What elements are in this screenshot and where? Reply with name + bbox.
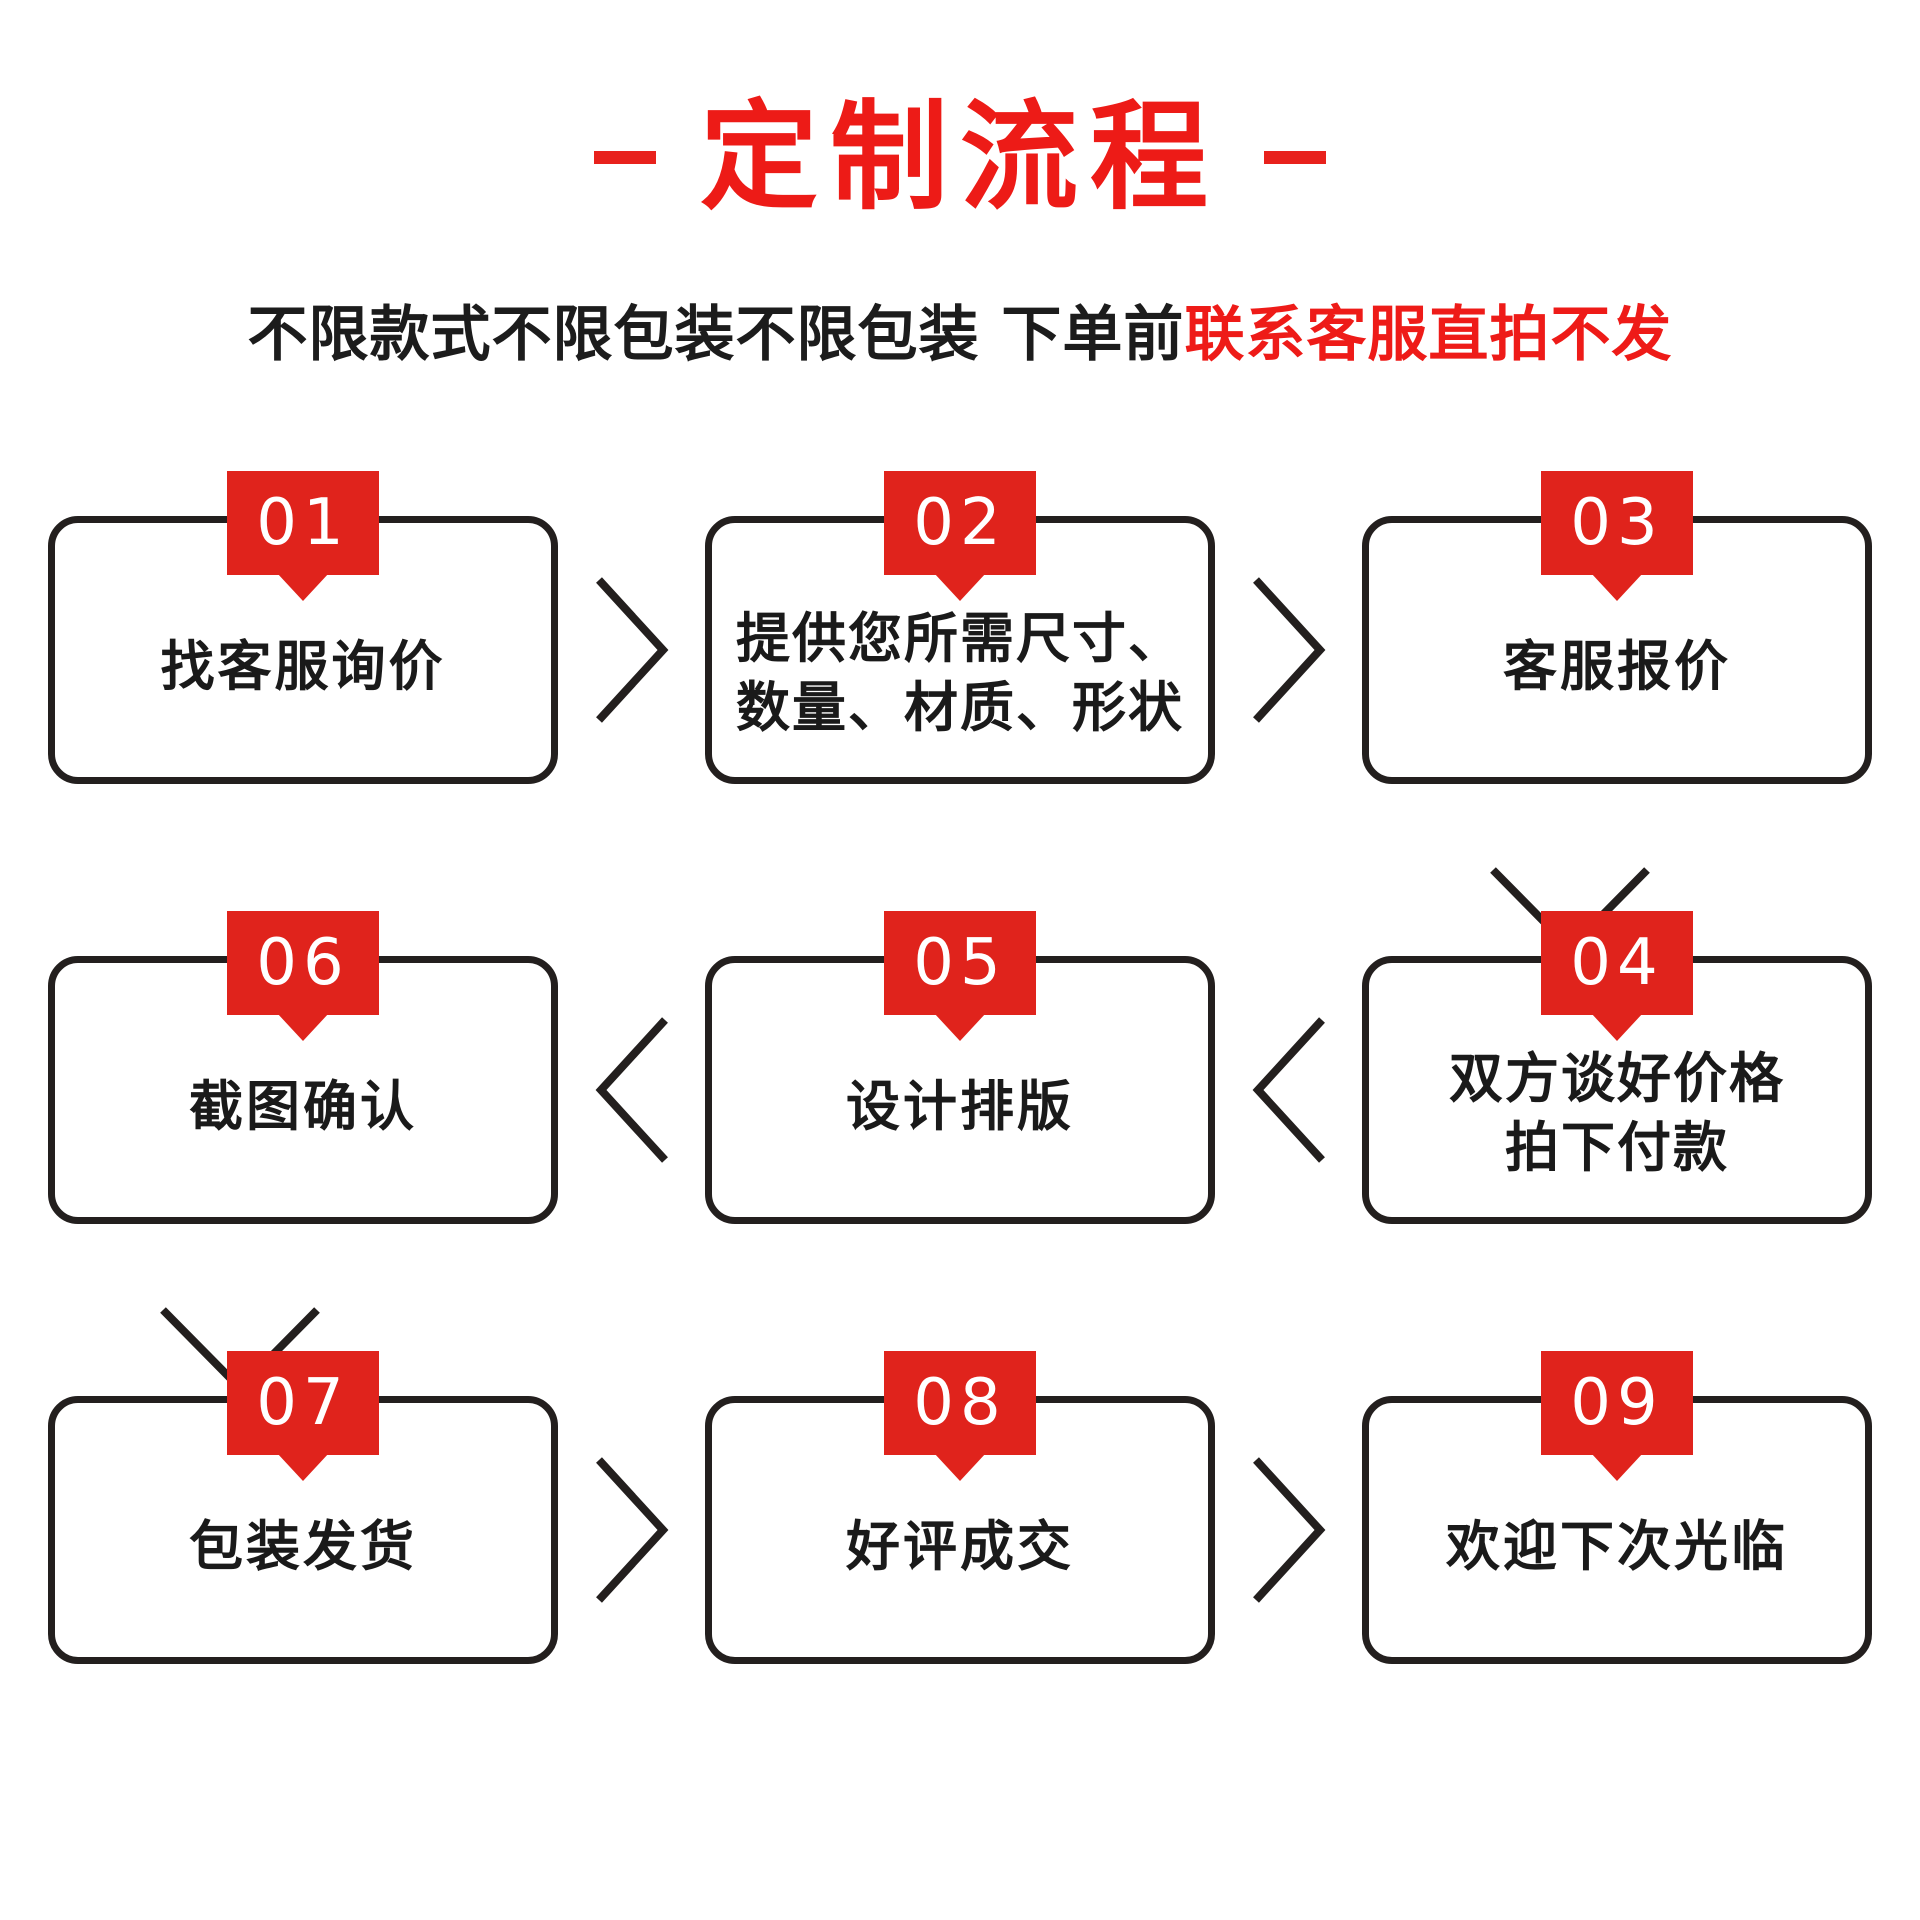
step-number-03: 03: [1570, 486, 1664, 560]
subtitle-black-text: 不限款式不限包装不限包装 下单前: [247, 299, 1185, 370]
page-title: 定制流程: [0, 88, 1920, 226]
step-label-03: 客服报价: [1503, 635, 1731, 699]
step-card-04[interactable]: 04 双方谈好价格 拍下付款: [1362, 911, 1872, 1224]
step-card-07[interactable]: 07 包装发货: [48, 1351, 558, 1664]
step-label-09: 欢迎下次光临: [1446, 1515, 1788, 1579]
chevron-left-icon: [584, 1005, 680, 1175]
step-label-01: 找客服询价: [160, 635, 446, 699]
step-number-05: 05: [913, 926, 1007, 1000]
step-number-07: 07: [256, 1366, 350, 1440]
flow-row-2: 06 截图确认 05 设计排版 04 双方谈好价格 拍下付款: [0, 911, 1920, 1240]
step-badge-05: 05: [884, 911, 1036, 1015]
step-label-04: 双方谈好价格 拍下付款: [1449, 1046, 1785, 1179]
step-label-08: 好评成交: [846, 1515, 1074, 1579]
step-badge-07: 07: [227, 1351, 379, 1455]
step-label-05: 设计排版: [846, 1075, 1074, 1139]
title-dash-left-icon: [593, 151, 656, 165]
chevron-right-icon: [1241, 1445, 1337, 1615]
flow-row-1: 01 找客服询价 02 提供您所需尺寸、 数量、材质、形状 03: [0, 471, 1920, 800]
step-badge-06: 06: [227, 911, 379, 1015]
flow-row-3: 07 包装发货 08 好评成交 09 欢迎下次光临: [0, 1351, 1920, 1680]
step-card-08[interactable]: 08 好评成交: [705, 1351, 1215, 1664]
header: 定制流程 不限款式不限包装不限包装 下单前联系客服直拍不发: [0, 0, 1920, 373]
chevron-right-icon: [584, 1445, 680, 1615]
step-card-01[interactable]: 01 找客服询价: [48, 471, 558, 784]
title-dash-right-icon: [1264, 151, 1326, 165]
step-label-02: 提供您所需尺寸、 数量、材质、形状: [736, 606, 1184, 739]
step-card-09[interactable]: 09 欢迎下次光临: [1362, 1351, 1872, 1664]
step-badge-04: 04: [1541, 911, 1693, 1015]
step-number-06: 06: [256, 926, 350, 1000]
step-badge-09: 09: [1541, 1351, 1693, 1455]
step-number-09: 09: [1570, 1366, 1664, 1440]
step-card-03[interactable]: 03 客服报价: [1362, 471, 1872, 784]
process-flow: 01 找客服询价 02 提供您所需尺寸、 数量、材质、形状 03: [0, 471, 1920, 1680]
step-card-05[interactable]: 05 设计排版: [705, 911, 1215, 1224]
step-badge-03: 03: [1541, 471, 1693, 575]
step-number-02: 02: [913, 486, 1007, 560]
step-label-06: 截图确认: [189, 1075, 417, 1139]
step-badge-02: 02: [884, 471, 1036, 575]
step-badge-08: 08: [884, 1351, 1036, 1455]
step-number-08: 08: [913, 1366, 1007, 1440]
page-title-text: 定制流程: [699, 88, 1220, 226]
subtitle-red-text: 联系客服直拍不发: [1184, 299, 1673, 370]
chevron-right-icon: [584, 565, 680, 735]
step-number-04: 04: [1570, 926, 1664, 1000]
step-badge-01: 01: [227, 471, 379, 575]
step-card-06[interactable]: 06 截图确认: [48, 911, 558, 1224]
chevron-left-icon: [1241, 1005, 1337, 1175]
step-card-02[interactable]: 02 提供您所需尺寸、 数量、材质、形状: [705, 471, 1215, 784]
step-label-07: 包装发货: [189, 1515, 417, 1579]
step-number-01: 01: [256, 486, 350, 560]
chevron-right-icon: [1241, 565, 1337, 735]
subtitle: 不限款式不限包装不限包装 下单前联系客服直拍不发: [0, 286, 1920, 373]
